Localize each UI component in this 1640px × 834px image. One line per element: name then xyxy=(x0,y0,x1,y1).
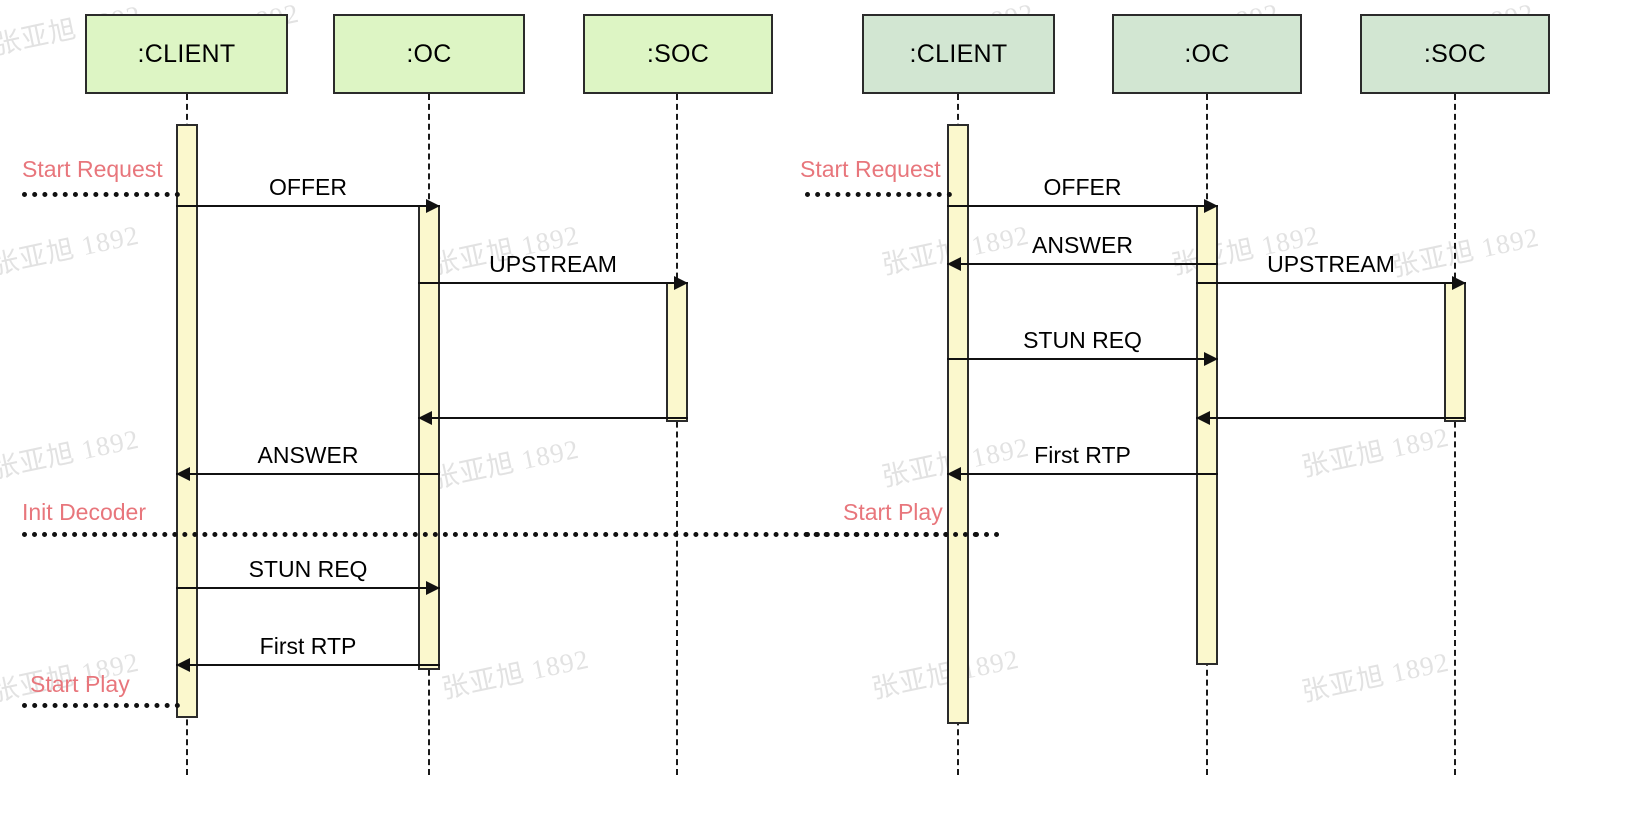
arrowhead-left-icon xyxy=(418,411,432,425)
participant-box-oc-right[interactable]: :OC xyxy=(1112,14,1302,94)
arrowhead-right-icon xyxy=(426,199,440,213)
arrowhead-left-icon xyxy=(947,467,961,481)
message-label: OFFER xyxy=(269,174,347,200)
message-label: ANSWER xyxy=(1032,232,1133,258)
arrowhead-right-icon xyxy=(426,581,440,595)
arrowhead-right-icon xyxy=(1452,276,1466,290)
message-line[interactable] xyxy=(947,473,1218,475)
event-dotted-line xyxy=(805,192,952,197)
participant-box-client-left[interactable]: :CLIENT xyxy=(85,14,288,94)
participant-box-soc-left[interactable]: :SOC xyxy=(583,14,773,94)
message-line[interactable] xyxy=(947,205,1218,207)
activation-bar-client-right[interactable] xyxy=(947,124,969,724)
activation-bar-soc-right[interactable] xyxy=(1444,282,1466,422)
watermark: 张亚旭 1892 xyxy=(0,423,142,485)
message-label: First RTP xyxy=(1034,442,1131,468)
message-label: First RTP xyxy=(259,633,357,659)
participant-label: :OC xyxy=(1184,39,1230,68)
participant-label: :SOC xyxy=(1423,39,1487,68)
event-label: Init Decoder xyxy=(22,499,147,525)
arrowhead-left-icon xyxy=(176,467,190,481)
message-line[interactable] xyxy=(1196,282,1466,284)
message-line[interactable] xyxy=(947,263,1218,265)
message-line[interactable] xyxy=(418,417,688,419)
participant-label: :OC xyxy=(406,39,452,68)
message-line[interactable] xyxy=(176,587,440,589)
participant-box-client-right[interactable]: :CLIENT xyxy=(862,14,1055,94)
event-dotted-line xyxy=(22,192,180,197)
message-line[interactable] xyxy=(947,358,1218,360)
activation-bar-client-left[interactable] xyxy=(176,124,198,718)
message-line[interactable] xyxy=(176,205,440,207)
arrowhead-right-icon xyxy=(1204,352,1218,366)
message-label: ANSWER xyxy=(257,442,359,468)
participant-label: :CLIENT xyxy=(909,39,1008,68)
message-label: STUN REQ xyxy=(1023,327,1142,353)
arrowhead-left-icon xyxy=(947,257,961,271)
message-label: STUN REQ xyxy=(248,556,368,582)
watermark: 张亚旭 1892 xyxy=(439,643,592,705)
message-line[interactable] xyxy=(176,473,440,475)
participant-label: :SOC xyxy=(646,39,710,68)
lifeline-soc-right xyxy=(1454,94,1456,775)
message-label: OFFER xyxy=(1043,174,1122,200)
activation-bar-soc-left[interactable] xyxy=(666,282,688,422)
event-label: Start Request xyxy=(22,156,163,182)
message-label: UPSTREAM xyxy=(1267,251,1395,277)
event-label: Start Play xyxy=(30,671,130,697)
message-label: UPSTREAM xyxy=(489,251,617,277)
event-label: Start Request xyxy=(800,156,941,182)
message-line[interactable] xyxy=(176,664,440,666)
event-label: Start Play xyxy=(843,499,943,525)
lifeline-soc-left xyxy=(676,94,678,775)
participant-box-soc-right[interactable]: :SOC xyxy=(1360,14,1550,94)
message-line[interactable] xyxy=(418,282,688,284)
watermark: 张亚旭 1892 xyxy=(869,643,1022,705)
arrowhead-right-icon xyxy=(674,276,688,290)
event-dotted-line xyxy=(22,703,180,708)
watermark: 张亚旭 1892 xyxy=(1299,421,1452,483)
participant-box-oc-left[interactable]: :OC xyxy=(333,14,525,94)
arrowhead-left-icon xyxy=(1196,411,1210,425)
watermark: 张亚旭 1892 xyxy=(1299,646,1452,708)
watermark: 张亚旭 1892 xyxy=(429,433,582,495)
message-line[interactable] xyxy=(1196,417,1466,419)
event-dotted-line xyxy=(805,532,978,537)
participant-label: :CLIENT xyxy=(137,39,236,68)
arrowhead-right-icon xyxy=(1204,199,1218,213)
watermark: 张亚旭 1892 xyxy=(0,219,142,281)
event-dotted-line xyxy=(22,532,1000,537)
arrowhead-left-icon xyxy=(176,658,190,672)
